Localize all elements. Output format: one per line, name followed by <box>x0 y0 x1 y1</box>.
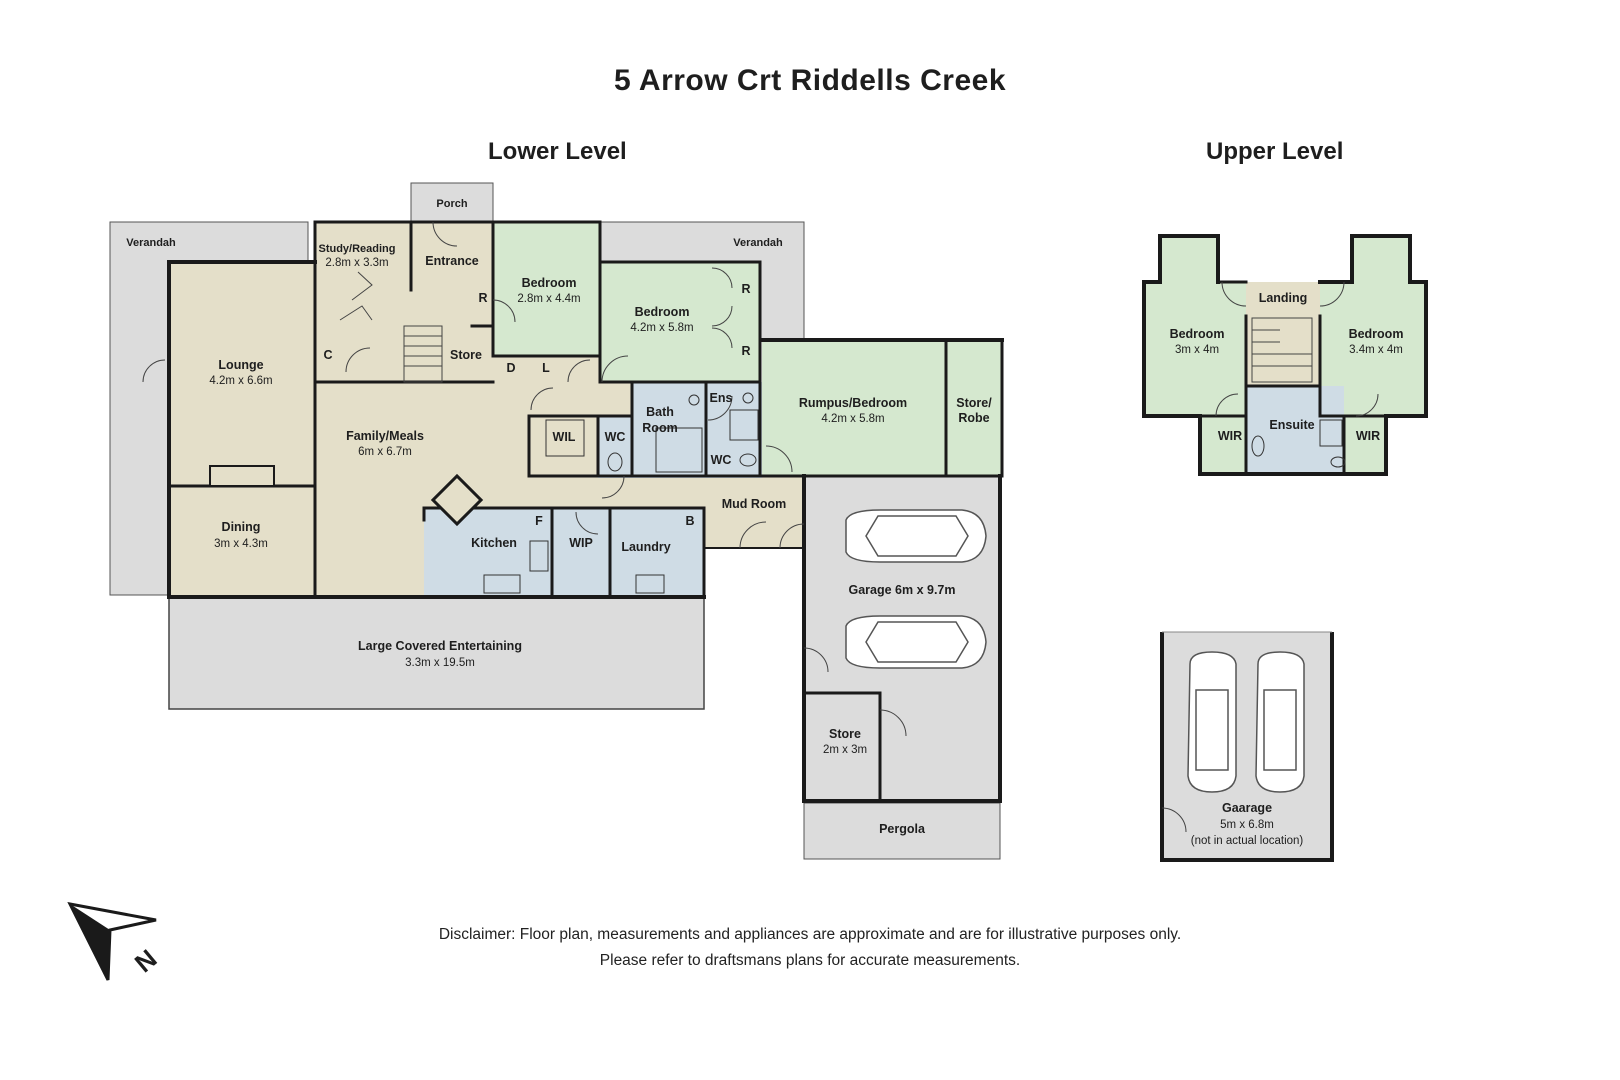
bedroom1-label: Bedroom <box>522 276 577 290</box>
store-robe-label: Store/ <box>956 396 992 410</box>
entrance-label: Entrance <box>425 254 479 268</box>
l-letter: L <box>542 361 550 375</box>
pergola-label: Pergola <box>879 822 926 836</box>
kitchen-floor <box>424 508 552 596</box>
bedroom2-dim: 4.2m x 5.8m <box>630 322 693 334</box>
robe-letter: R <box>741 344 750 358</box>
dining-label: Dining <box>222 520 261 534</box>
bedroom1-dim: 2.8m x 4.4m <box>517 293 580 305</box>
car-icon <box>845 615 987 669</box>
bedroom2-label: Bedroom <box>635 305 690 319</box>
wil-label: WIL <box>553 430 576 444</box>
garage-cars <box>845 509 987 669</box>
kitchen-label: Kitchen <box>471 536 517 550</box>
upper-level-floors <box>1144 236 1426 474</box>
store2-dim: 2m x 3m <box>823 744 867 756</box>
verandah-east-label: Verandah <box>733 237 783 249</box>
ens-label: Ens <box>710 391 733 405</box>
b-letter: B <box>685 514 694 528</box>
store-label: Store <box>450 348 482 362</box>
disclaimer-line-2: Please refer to draftsmans plans for acc… <box>599 952 1021 969</box>
lounge-label: Lounge <box>218 358 263 372</box>
car-icon <box>1187 651 1237 793</box>
lounge-floor <box>169 262 315 486</box>
gaarage-dim: 5m x 6.8m <box>1220 819 1274 831</box>
lower-level-fixtures <box>142 221 907 737</box>
up-bedroom1-floor <box>1144 236 1246 416</box>
bath-label-2: Room <box>642 421 677 435</box>
wir2-label: WIR <box>1356 429 1380 443</box>
landing-floor <box>1246 282 1320 386</box>
landing-label: Landing <box>1259 291 1308 305</box>
up-bedroom2-dim: 3.4m x 4m <box>1349 344 1403 356</box>
room-labels: Verandah Verandah Porch Study/Reading 2.… <box>126 198 1403 847</box>
entrance-floor <box>411 222 493 382</box>
d-letter: D <box>506 361 515 375</box>
bedroom2-floor <box>600 262 760 382</box>
up-ensuite-label: Ensuite <box>1269 418 1314 432</box>
store2-label: Store <box>829 727 861 741</box>
family-dim: 6m x 6.7m <box>358 446 412 458</box>
up-bedroom2-label: Bedroom <box>1349 327 1404 341</box>
up-bedroom1-dim: 3m x 4m <box>1175 344 1219 356</box>
lower-level-walls <box>167 220 1004 803</box>
laundry-label: Laundry <box>621 540 670 554</box>
family-label: Family/Meals <box>346 429 424 443</box>
wip-label: WIP <box>569 536 593 550</box>
study-dim: 2.8m x 3.3m <box>325 257 388 269</box>
car-icon <box>1255 651 1305 793</box>
disclaimer-line-1: Disclaimer: Floor plan, measurements and… <box>438 926 1182 943</box>
lounge-dim: 4.2m x 6.6m <box>209 375 272 387</box>
wc1-label: WC <box>605 430 626 444</box>
entertaining-dim: 3.3m x 19.5m <box>405 657 475 669</box>
lower-level-title: Lower Level <box>488 138 627 165</box>
plan-title: 5 Arrow Crt Riddells Creek <box>614 64 1006 97</box>
up-bedroom2-floor <box>1320 236 1426 416</box>
wir1-label: WIR <box>1218 429 1242 443</box>
entertaining-area <box>168 596 705 710</box>
study-floor <box>315 222 411 382</box>
car-icon <box>845 509 987 563</box>
rumpus-label: Rumpus/Bedroom <box>799 396 907 410</box>
detached-garage <box>1160 631 1334 862</box>
gaarage-label: Gaarage <box>1222 801 1272 815</box>
pergola-floor <box>803 802 1001 860</box>
cupboard-letter: C <box>323 348 332 362</box>
upper-level-fixtures <box>1215 281 1379 468</box>
wc2-label: WC <box>711 453 732 467</box>
wip-floor <box>552 508 610 596</box>
dining-floor <box>169 486 315 596</box>
bath-floor <box>632 382 706 478</box>
entertaining-label: Large Covered Entertaining <box>358 639 522 653</box>
up-ensuite-floor <box>1246 386 1344 474</box>
fridge-letter: F <box>535 514 543 528</box>
mudroom-label: Mud Room <box>722 497 787 511</box>
verandah-west-label: Verandah <box>126 237 176 249</box>
dining-dim: 3m x 4.3m <box>214 538 268 550</box>
laundry-floor <box>610 508 704 596</box>
rumpus-dim: 4.2m x 5.8m <box>821 413 884 425</box>
upper-level-walls <box>1142 234 1428 476</box>
upper-level-title: Upper Level <box>1206 138 1344 165</box>
store-robe-label-2: Robe <box>958 411 989 425</box>
wc1-floor <box>598 416 632 478</box>
bath-label: Bath <box>646 405 674 419</box>
wir1-floor <box>1200 416 1246 474</box>
porch-label: Porch <box>436 198 467 210</box>
up-bedroom1-label: Bedroom <box>1170 327 1225 341</box>
robe-letter: R <box>478 291 487 305</box>
study-label: Study/Reading <box>318 243 395 255</box>
robe-letter: R <box>741 282 750 296</box>
wir2-floor <box>1344 416 1386 474</box>
rumpus-floor <box>762 340 1002 476</box>
bedroom1-floor <box>493 222 600 356</box>
garage-label: Garage 6m x 9.7m <box>848 583 955 597</box>
gaarage-note: (not in actual location) <box>1191 835 1304 847</box>
